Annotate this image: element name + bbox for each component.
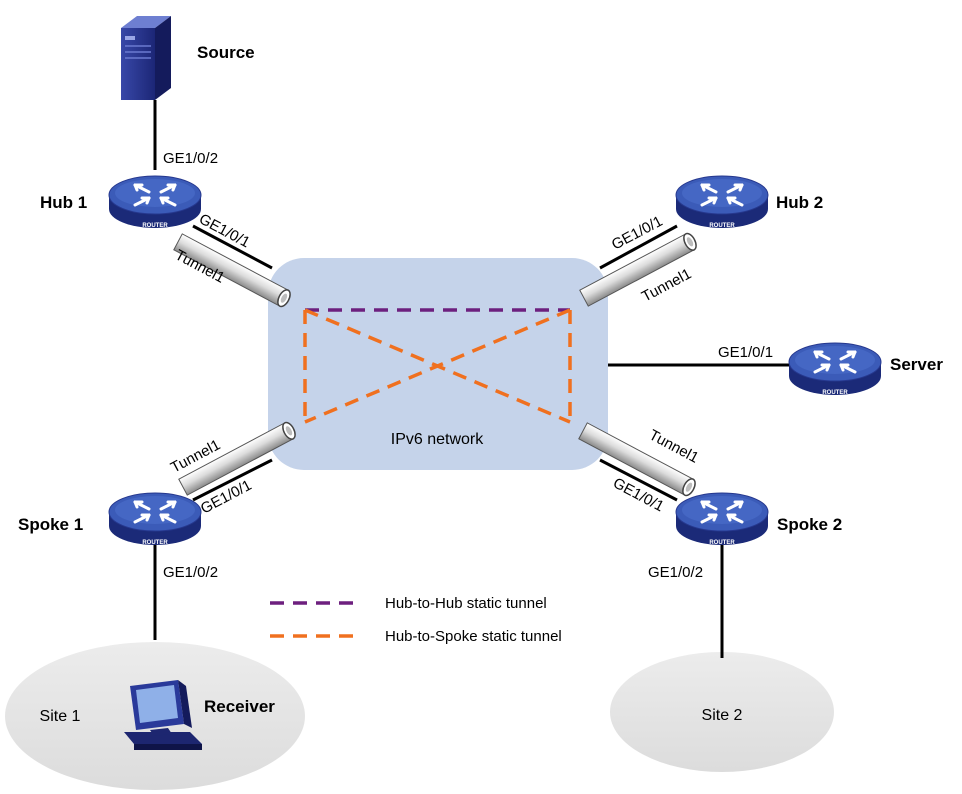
desktop-pc-icon — [124, 680, 202, 750]
link-hub2-network — [599, 224, 678, 270]
router-icon: ROUTER — [107, 174, 203, 230]
server-tower-icon — [121, 16, 171, 100]
site-2: Site 2 — [610, 652, 834, 772]
site-2-label: Site 2 — [702, 707, 743, 724]
router-badge: ROUTER — [142, 540, 168, 546]
router-icon: ROUTER — [674, 491, 770, 547]
tunnel-pipe-hub2 — [579, 232, 697, 307]
router-icon: ROUTER — [787, 341, 883, 397]
ipv6-network-label: IPv6 network — [391, 431, 484, 448]
legend-hub-to-hub-label: Hub-to-Hub static tunnel — [385, 595, 547, 612]
port-spoke2-site: GE1/0/2 — [648, 564, 703, 581]
legend-hub-to-spoke-label: Hub-to-Spoke static tunnel — [385, 628, 562, 645]
router-icon: ROUTER — [674, 174, 770, 230]
physical-links — [153, 100, 790, 658]
site-1-label: Site 1 — [40, 708, 81, 725]
tunnel-pipe-spoke2 — [578, 422, 696, 497]
hub1-label: Hub 1 — [40, 193, 87, 212]
router-badge: ROUTER — [709, 540, 735, 546]
router-badge: ROUTER — [709, 223, 735, 229]
link-spoke1-network — [192, 458, 273, 502]
router-badge: ROUTER — [142, 223, 168, 229]
link-spoke2-network — [599, 458, 678, 502]
server-label: Server — [890, 355, 943, 374]
hub2-label: Hub 2 — [776, 193, 823, 212]
tunnel-pipe-spoke1 — [178, 421, 296, 496]
router-icon: ROUTER — [107, 491, 203, 547]
port-spoke1-site: GE1/0/2 — [163, 564, 218, 581]
spoke2-label: Spoke 2 — [777, 515, 842, 534]
port-server-net: GE1/0/1 — [718, 344, 773, 361]
source-label: Source — [197, 43, 255, 62]
tunnel-pipe-hub1 — [173, 233, 291, 308]
tunnel-hub2-spoke1 — [304, 308, 571, 424]
router-badge: ROUTER — [822, 390, 848, 396]
legend: Hub-to-Hub static tunnel Hub-to-Spoke st… — [270, 595, 562, 645]
receiver-label: Receiver — [204, 697, 275, 716]
static-tunnels — [303, 308, 572, 424]
link-hub1-network — [192, 224, 273, 270]
port-source-hub1: GE1/0/2 — [163, 150, 218, 167]
spoke1-label: Spoke 1 — [18, 515, 83, 534]
